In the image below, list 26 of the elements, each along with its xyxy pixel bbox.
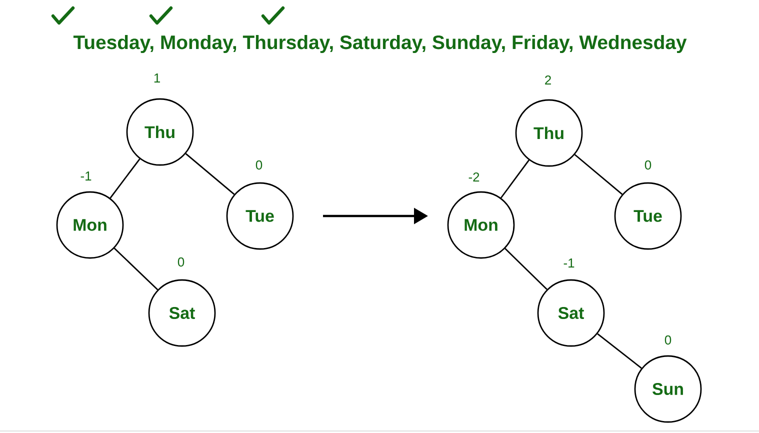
tree-node: Mon <box>447 191 515 259</box>
tree-node: Mon <box>56 191 124 259</box>
tree-edge <box>574 154 623 195</box>
balance-factor: 0 <box>256 160 262 170</box>
tree-edge <box>185 153 235 195</box>
tree-node: Thu <box>126 98 194 166</box>
balance-factor: 2 <box>545 75 551 85</box>
tree-edge <box>110 158 140 198</box>
tree-node: Sun <box>634 355 702 423</box>
tree-edge <box>504 248 548 290</box>
tree-node: Tue <box>226 182 294 250</box>
balance-factor: 1 <box>154 74 160 82</box>
balance-factor: 0 <box>644 160 652 170</box>
balance-factor: -2 <box>468 172 480 182</box>
tree-edge <box>597 333 642 369</box>
balance-factor: 0 <box>178 257 184 267</box>
balance-factor: 0 <box>664 335 672 345</box>
tree-edge <box>500 160 530 198</box>
tree-node: Sat <box>148 279 216 347</box>
tree-node: Thu <box>515 99 583 167</box>
title: Tuesday, Monday, Thursday, Saturday, Sunday, Friday, Wednesday <box>73 34 687 54</box>
balance-factor: -1 <box>564 258 574 268</box>
tree-edge <box>114 248 158 290</box>
tree-node: Sat <box>537 279 605 347</box>
balance-factor: -1 <box>80 172 92 180</box>
tree-node: Tue <box>614 182 682 250</box>
